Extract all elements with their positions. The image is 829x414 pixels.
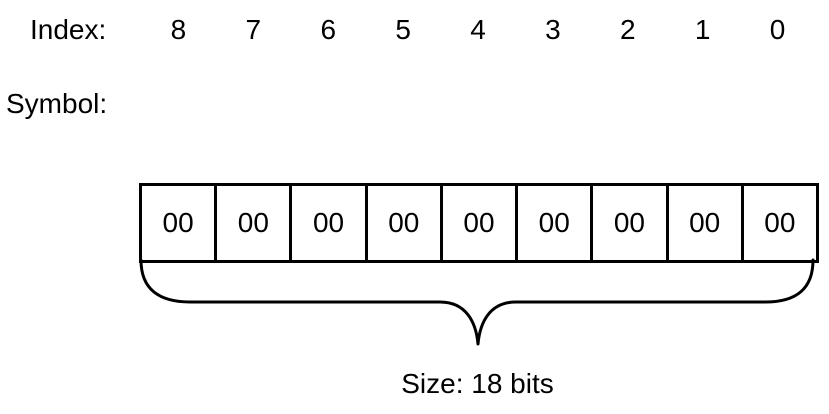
index-cell: 5 — [395, 14, 411, 45]
size-label: Size: 18 bits — [401, 368, 554, 399]
index-label: Index: — [30, 14, 107, 45]
symbol-cell — [740, 88, 815, 120]
symbol-cell — [441, 88, 516, 120]
symbol-cell — [366, 88, 441, 120]
bit-cell: 00 — [764, 207, 796, 238]
symbol-cell — [141, 88, 216, 120]
bit-cells-row: 00 00 00 00 00 00 00 00 00 — [139, 183, 819, 263]
bit-cell: 00 — [217, 186, 293, 260]
bit-cell: 00 — [443, 186, 519, 260]
symbol-label: Symbol: — [6, 88, 108, 119]
index-cell: 3 — [545, 14, 561, 45]
symbol-cell — [590, 88, 665, 120]
brace-path — [139, 258, 815, 346]
index-cell: 6 — [320, 14, 337, 45]
index-cell: 0 — [769, 14, 786, 45]
index-cell: 1 — [694, 14, 711, 45]
symbol-row — [141, 88, 815, 120]
bit-cell: 00 — [368, 186, 443, 260]
symbol-cell — [665, 88, 740, 120]
bit-cell: 00 — [292, 186, 368, 260]
symbol-cell — [515, 88, 590, 120]
bit-cell: 00 — [518, 186, 594, 260]
index-cell: 7 — [245, 14, 262, 45]
bit-cell: 00 — [669, 186, 744, 260]
index-cell: 2 — [620, 14, 636, 45]
symbol-cell — [216, 88, 291, 120]
symbol-cell — [291, 88, 366, 120]
bit-cell: 00 — [142, 186, 218, 260]
index-cell: 8 — [170, 14, 187, 45]
bit-cell: 00 — [593, 186, 669, 260]
index-cell: 4 — [470, 14, 486, 45]
index-row: 8 7 6 5 4 3 2 1 0 — [141, 14, 815, 46]
